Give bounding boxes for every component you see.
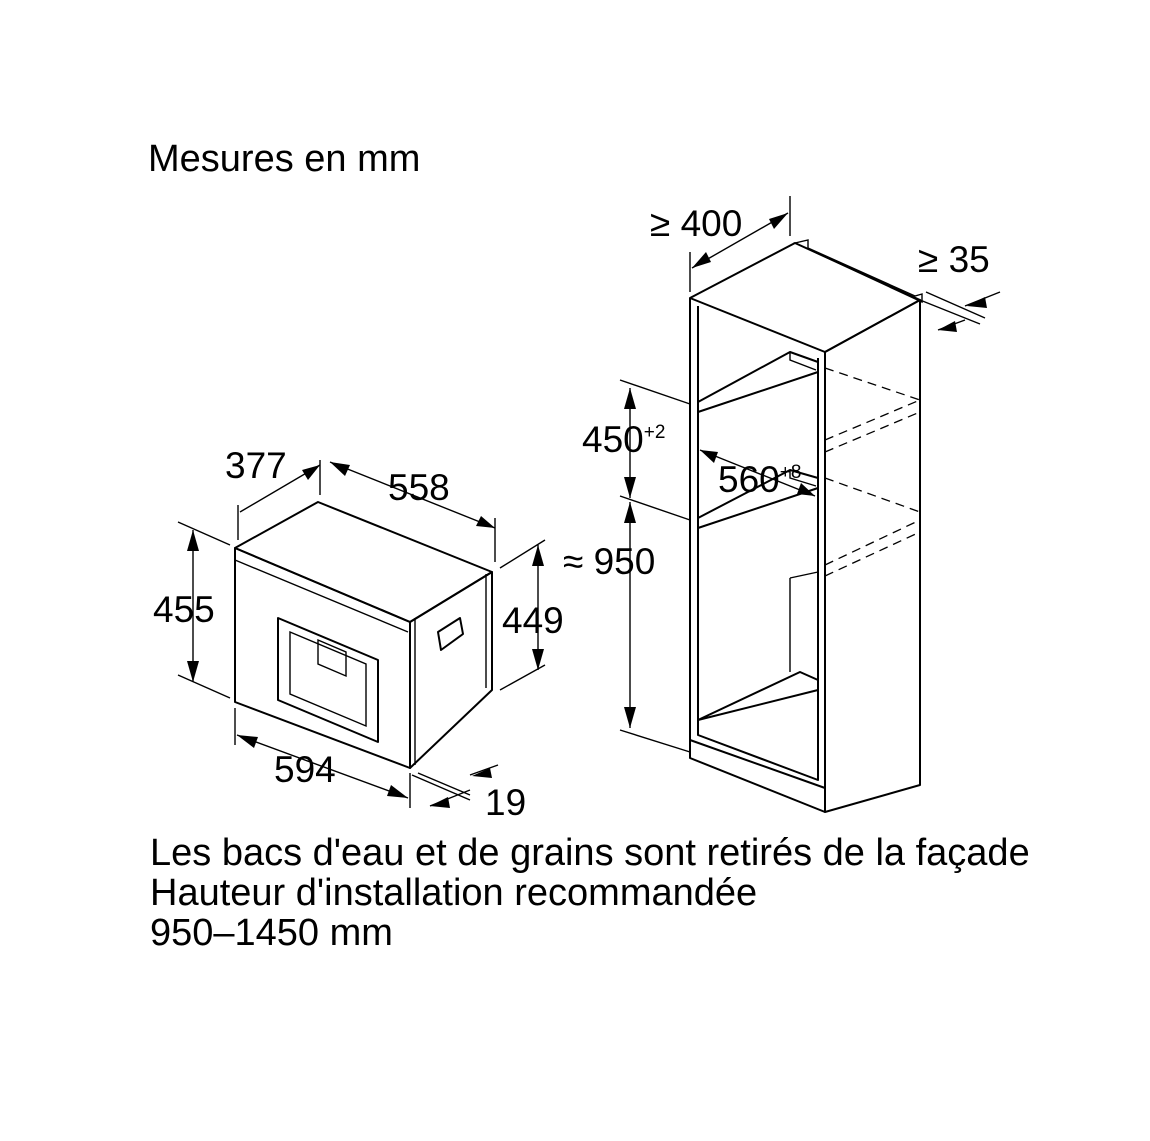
cabinet-right-side [824, 299, 921, 813]
niche-height-tolerance: +2 [644, 422, 666, 443]
note-water-bean-tanks: Les bacs d'eau et de grains sont retirés… [150, 832, 1030, 874]
drawing-title: Mesures en mm [148, 138, 421, 180]
note-recommended-height: Hauteur d'installation recommandée [150, 872, 758, 914]
cabinet-front-frame [689, 298, 826, 789]
niche-width-tolerance: +8 [780, 462, 802, 483]
dim-niche-width-label: 560+8 [718, 459, 801, 500]
dim-ventilation-label: ≥ 35 [918, 239, 990, 280]
dim-install-height-label: ≈ 950 [563, 541, 655, 582]
cabinet-upper-shelf [697, 351, 819, 413]
cabinet-niche-floor [697, 469, 819, 529]
dispenser-opening [277, 617, 379, 743]
cabinet-drawing [689, 239, 923, 813]
dim-width-top-label: 558 [388, 467, 450, 508]
dim-depth-label: 377 [225, 445, 287, 486]
dim-width-front-label: 594 [274, 749, 336, 790]
niche-height-value: 450 [582, 419, 644, 460]
dim-niche-height-label: 450+2 [582, 419, 665, 460]
note-height-range: 950–1450 mm [150, 912, 393, 954]
dim-height-front-label: 455 [153, 589, 215, 630]
cabinet-base [689, 740, 826, 813]
appliance-front-face [234, 547, 411, 769]
side-handle [437, 617, 464, 651]
cabinet-top-back [792, 239, 923, 304]
cabinet-lower-shelf [697, 671, 819, 721]
dispenser-inner [289, 630, 367, 728]
appliance-side-face [409, 571, 493, 769]
cabinet-top [689, 242, 921, 353]
dim-front-panel-label: 19 [485, 782, 526, 823]
appliance-dimensions [177, 460, 546, 808]
niche-width-value: 560 [718, 459, 780, 500]
installation-notes: Les bacs d'eau et de grains sont retirés… [150, 833, 1110, 953]
dispenser-spout [317, 638, 347, 678]
dim-min-depth-label: ≥ 400 [650, 203, 742, 244]
appliance-front-edge [234, 559, 409, 633]
appliance-top-face [234, 501, 493, 623]
appliance-drawing [234, 501, 493, 769]
dim-height-side-label: 449 [502, 600, 564, 641]
cabinet-dimensions [619, 196, 1001, 753]
